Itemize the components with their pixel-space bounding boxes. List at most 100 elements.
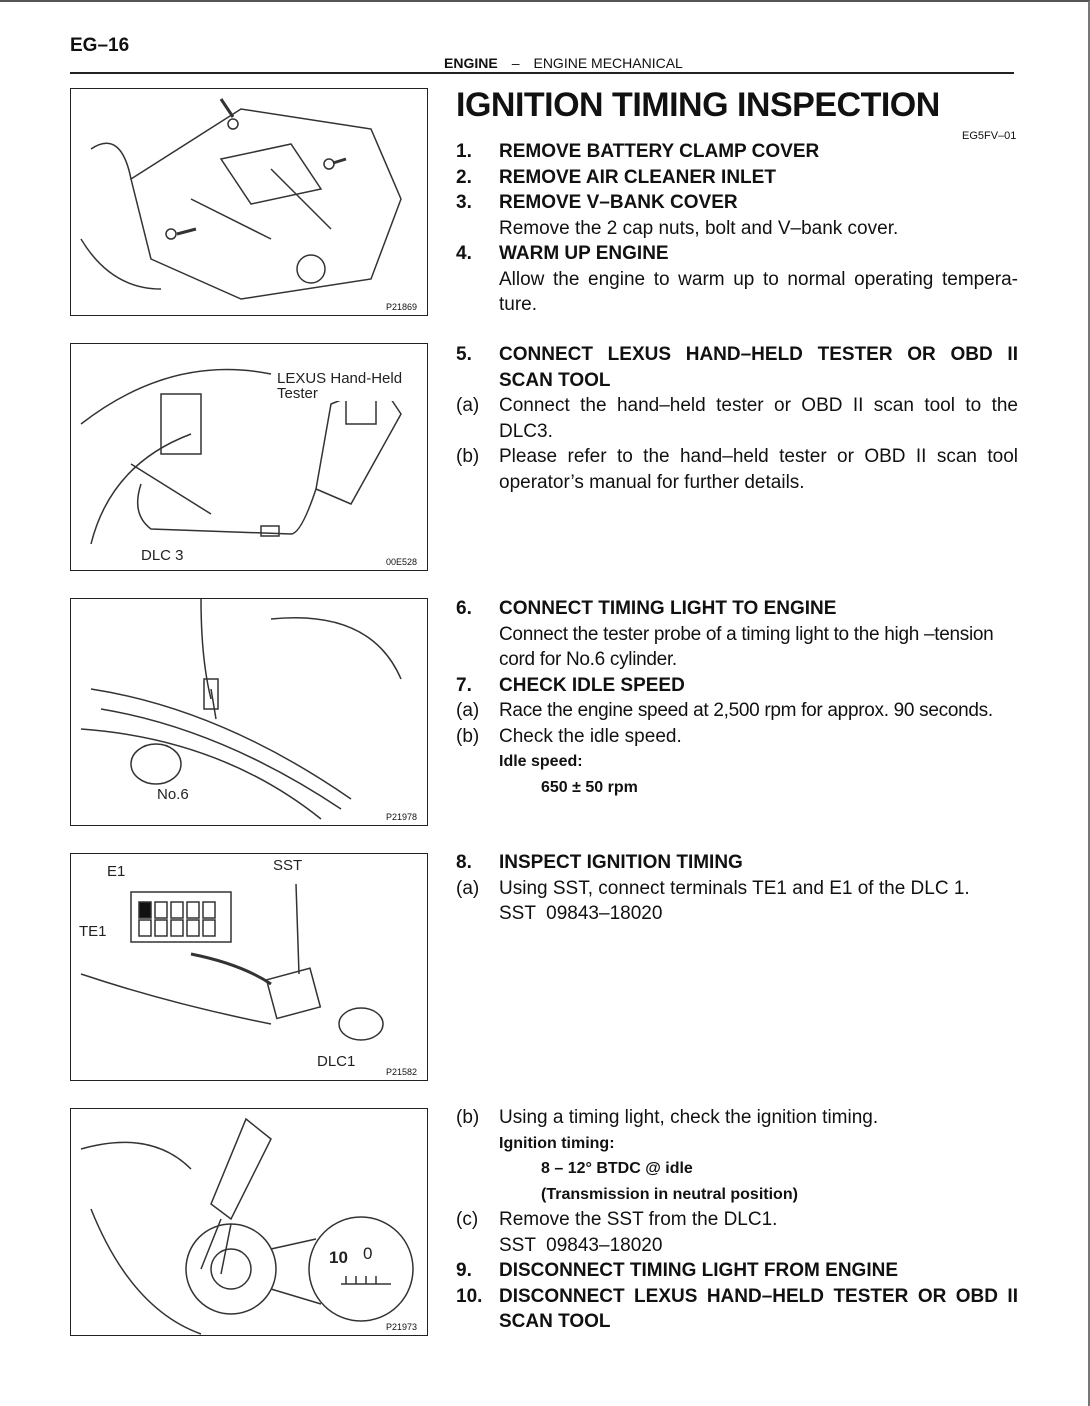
engine-cover-illustration	[80, 98, 402, 300]
step-6: 6. CONNECT TIMING LIGHT TO ENGINE	[456, 596, 1018, 622]
doc-code: EG5FV–01	[962, 130, 1017, 142]
figure-code: P21973	[385, 1322, 417, 1332]
step-5a: (a)Connect the hand–held tester or OBD I…	[456, 393, 1018, 444]
step-7: 7.CHECK IDLE SPEED	[456, 673, 1018, 699]
running-header: ENGINE–ENGINE MECHANICAL	[444, 55, 683, 71]
figure-timing-light-connection: No.6 P21978	[70, 598, 428, 826]
step-5-section: 5. CONNECT LEXUS HAND–HELD TESTER OR OBD …	[456, 342, 1018, 495]
step-5: 5. CONNECT LEXUS HAND–HELD TESTER OR OBD …	[456, 342, 1018, 393]
step-5b: (b) Please refer to the hand–held tester …	[456, 444, 1018, 495]
step-title: REMOVE V–BANK COVER	[499, 192, 738, 213]
step-number: 3.	[456, 192, 472, 213]
substep-text: Please refer to the hand–held tester or …	[499, 446, 1018, 493]
step-number: 1.	[456, 141, 472, 162]
step-4-text: Allow the engine to warm up to normal op…	[456, 267, 1018, 318]
ignition-timing-value: 8 – 12° BTDC @ idle	[541, 1160, 693, 1177]
step-number: 9.	[456, 1260, 472, 1281]
figure-code: P21978	[385, 812, 417, 822]
timing-mark-10: 10	[329, 1248, 348, 1267]
timing-mark-0: 0	[363, 1244, 373, 1263]
cylinder-label: No.6	[157, 786, 189, 803]
step-title: WARM UP ENGINE	[499, 243, 669, 264]
idle-speed-label: Idle speed:	[499, 753, 583, 770]
step-8a: (a) Using SST, connect terminals TE1 and …	[456, 876, 1018, 902]
figure-code: P21869	[385, 302, 417, 312]
step-7b: (b) Check the idle speed.	[456, 724, 1018, 750]
step-8c: (c)Remove the SST from the DLC1.	[456, 1207, 1018, 1233]
te1-label: TE1	[79, 923, 107, 940]
timing-light-illustration	[80, 1117, 414, 1335]
substep-text: Using a timing light, check the ignition…	[499, 1107, 879, 1128]
header-rule	[70, 72, 1014, 74]
step-8-section: 8.INSPECT IGNITION TIMING (a) Using SST, …	[456, 850, 1018, 927]
header-separator: –	[511, 55, 520, 71]
section-name: ENGINE	[444, 55, 498, 71]
substep-text: Check the idle speed.	[499, 725, 682, 747]
step-3-text: Remove the 2 cap nuts, bolt and V–bank c…	[456, 216, 1018, 242]
substep-text: Remove the SST from the DLC1.	[499, 1209, 778, 1230]
substep-text: Race the engine speed at 2,500 rpm for a…	[499, 700, 993, 721]
step-8c-sst: SST 09843–18020	[456, 1233, 1018, 1259]
substep-label: (b)	[456, 725, 480, 747]
idle-speed-value: 650 ± 50 rpm	[541, 778, 638, 796]
step-title: REMOVE AIR CLEANER INLET	[499, 166, 776, 188]
steps-8b-10: (b) Using a timing light, check the ignit…	[456, 1105, 1018, 1335]
figure-code: 00E528	[385, 557, 417, 567]
step-3: 3. REMOVE V–BANK COVER	[456, 190, 1018, 216]
page-title: IGNITION TIMING INSPECTION	[456, 86, 940, 124]
step-number: 8.	[456, 852, 472, 873]
step-text: Remove the 2 cap nuts, bolt and V–bank c…	[499, 217, 899, 239]
step-title: REMOVE BATTERY CLAMP COVER	[499, 141, 820, 162]
step-title: DISCONNECT LEXUS HAND–HELD TESTER OR OBD…	[499, 1285, 1018, 1333]
e1-label: E1	[107, 863, 126, 880]
step-number: 6.	[456, 598, 472, 619]
steps-6-7: 6. CONNECT TIMING LIGHT TO ENGINE Connect…	[456, 596, 1018, 800]
step-title: CONNECT TIMING LIGHT TO ENGINE	[499, 598, 837, 619]
step-title: DISCONNECT TIMING LIGHT FROM ENGINE	[499, 1260, 898, 1281]
step-title: CONNECT LEXUS HAND–HELD TESTER OR OBD II…	[499, 344, 1018, 391]
step-10: 10. DISCONNECT LEXUS HAND–HELD TESTER OR …	[456, 1284, 1018, 1335]
step-title: CHECK IDLE SPEED	[499, 674, 685, 696]
step-8a-sst: SST 09843–18020	[456, 901, 1018, 927]
step-number: 5.	[456, 344, 472, 365]
step-1: 1. REMOVE BATTERY CLAMP COVER	[456, 139, 1018, 165]
step-8: 8.INSPECT IGNITION TIMING	[456, 850, 1018, 876]
step-7a: (a) Race the engine speed at 2,500 rpm fo…	[456, 698, 1018, 724]
ignition-cords-illustration	[80, 599, 402, 820]
step-9: 9. DISCONNECT TIMING LIGHT FROM ENGINE	[456, 1258, 1018, 1284]
dlc1-label: DLC1	[317, 1053, 356, 1070]
step-4: 4. WARM UP ENGINE	[456, 241, 1018, 267]
sst-label: SST	[273, 857, 303, 874]
dlc3-label: DLC 3	[141, 547, 184, 564]
substep-label: (b)	[456, 446, 480, 467]
figure-code: P21582	[385, 1067, 417, 1077]
step-text: Connect the tester probe of a timing lig…	[499, 623, 994, 671]
ignition-timing-label: Ignition timing:	[499, 1134, 615, 1152]
dlc1-illustration	[80, 883, 384, 1041]
step-2: 2. REMOVE AIR CLEANER INLET	[456, 165, 1018, 191]
substep-text: Connect the hand–held tester or OBD II s…	[499, 395, 1018, 442]
subsection-name: ENGINE MECHANICAL	[533, 55, 683, 71]
page-number: EG–16	[70, 35, 130, 56]
ignition-timing-note: (Transmission in neutral position)	[541, 1185, 798, 1203]
sst-number: SST 09843–18020	[499, 903, 663, 924]
figure-dlc1-sst: E1 SST TE1 DLC1 P21582	[70, 853, 428, 1081]
sst-number: SST 09843–18020	[499, 1234, 663, 1256]
figure-timing-check: 10 0 P21973	[70, 1108, 428, 1336]
substep-label: (a)	[456, 700, 480, 721]
step-8b: (b) Using a timing light, check the ignit…	[456, 1105, 1018, 1131]
step-number: 10.	[456, 1285, 483, 1307]
tester-label-line1: LEXUS Hand-Held	[277, 370, 403, 387]
step-number: 4.	[456, 243, 472, 264]
step-6-text: Connect the tester probe of a timing lig…	[456, 622, 1018, 673]
substep-label: (a)	[456, 877, 480, 899]
substep-label: (b)	[456, 1107, 480, 1128]
step-text: Allow the engine to warm up to normal op…	[499, 268, 1018, 316]
step-number: 2.	[456, 166, 472, 188]
tester-label-line2: Tester	[277, 385, 318, 402]
substep-text: Using SST, connect terminals TE1 and E1 …	[499, 877, 970, 899]
figure-vbank-cover: P21869	[70, 88, 428, 316]
